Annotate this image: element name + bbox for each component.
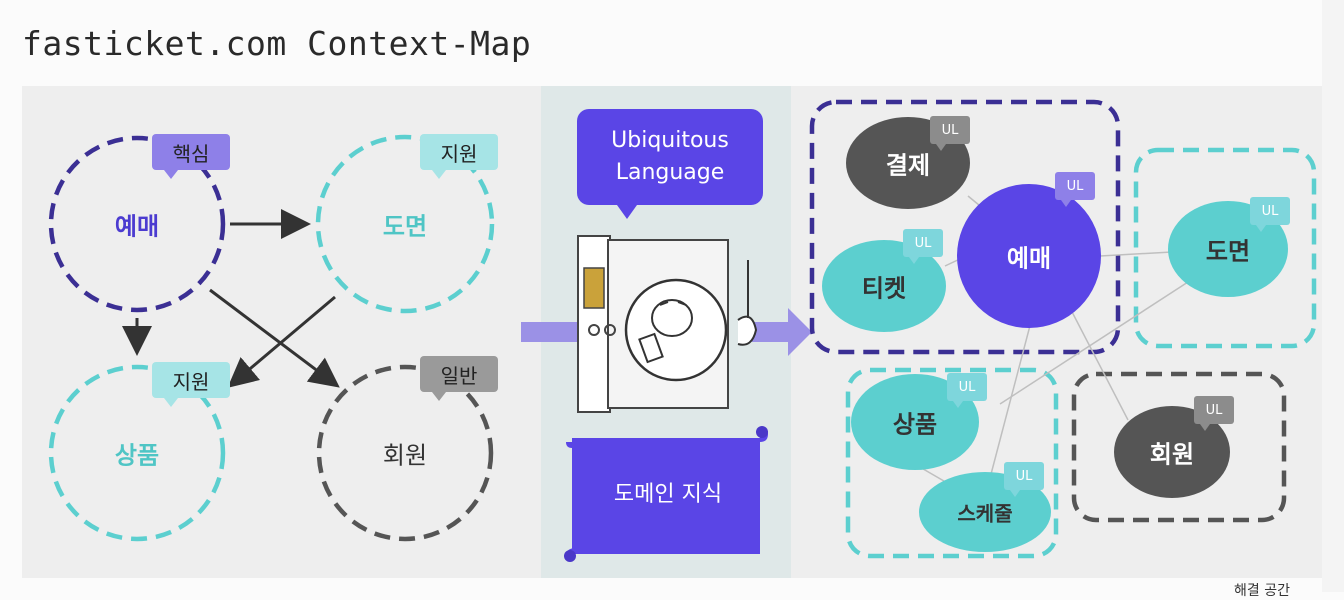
core-circle (48, 135, 226, 313)
member-boundary (1071, 371, 1287, 523)
core-tag: 핵심 (152, 134, 230, 179)
ubiquitous-language-bubble: Ubiquitous Language (577, 109, 763, 219)
drawing-label: 도면 (1205, 237, 1251, 266)
ul-tag-member: UL (1194, 396, 1234, 431)
arrow-drawing-product (227, 295, 336, 388)
product-boundary (845, 367, 1059, 559)
footer-caption: 해결 공간 (1234, 583, 1290, 599)
node-label-product: 상품 (114, 441, 160, 470)
edge-strip (1322, 0, 1344, 592)
node-label-member: 회원 (382, 441, 428, 470)
payment-label: 결제 (885, 151, 931, 180)
bubble-line-2: Language (615, 160, 725, 185)
ul-tag-booking: UL (1055, 172, 1095, 207)
ul-tag-ticket: UL (903, 229, 943, 264)
booking-node (957, 184, 1101, 328)
booking-label: 예매 (1006, 244, 1052, 273)
core-boundary (809, 99, 1121, 355)
ul-tag-payment: UL (930, 116, 970, 151)
character-head (624, 278, 728, 382)
generic-tag-member: 일반 (420, 356, 498, 401)
node-label-drawing: 도면 (382, 212, 428, 241)
flow-arrow-left (521, 322, 581, 342)
ul-tag-drawing: UL (1250, 197, 1290, 232)
arrow-booking-member (209, 288, 340, 388)
ul-tag-product: UL (947, 373, 987, 408)
support-circle-drawing (315, 134, 495, 314)
bubble-line-1: Ubiquitous (611, 128, 729, 153)
product-label: 상품 (892, 410, 938, 439)
node-label-booking: 예매 (114, 212, 160, 241)
page-title: fasticket.com Context-Map (22, 24, 532, 63)
generic-circle-member (316, 364, 494, 542)
support-tag-product: 지원 (152, 362, 230, 407)
scroll-label: 도메인 지식 (613, 482, 723, 507)
door-lock (583, 267, 605, 309)
ticket-label: 티켓 (861, 274, 907, 303)
schedule-label: 스케줄 (957, 501, 1013, 526)
support-tag-drawing: 지원 (420, 134, 498, 179)
ul-tag-schedule: UL (1004, 462, 1044, 497)
flow-arrow-right-bar (752, 322, 792, 342)
member-label: 회원 (1149, 440, 1195, 469)
flow-arrow-right-head (788, 308, 812, 356)
support-circle-product (48, 364, 226, 542)
